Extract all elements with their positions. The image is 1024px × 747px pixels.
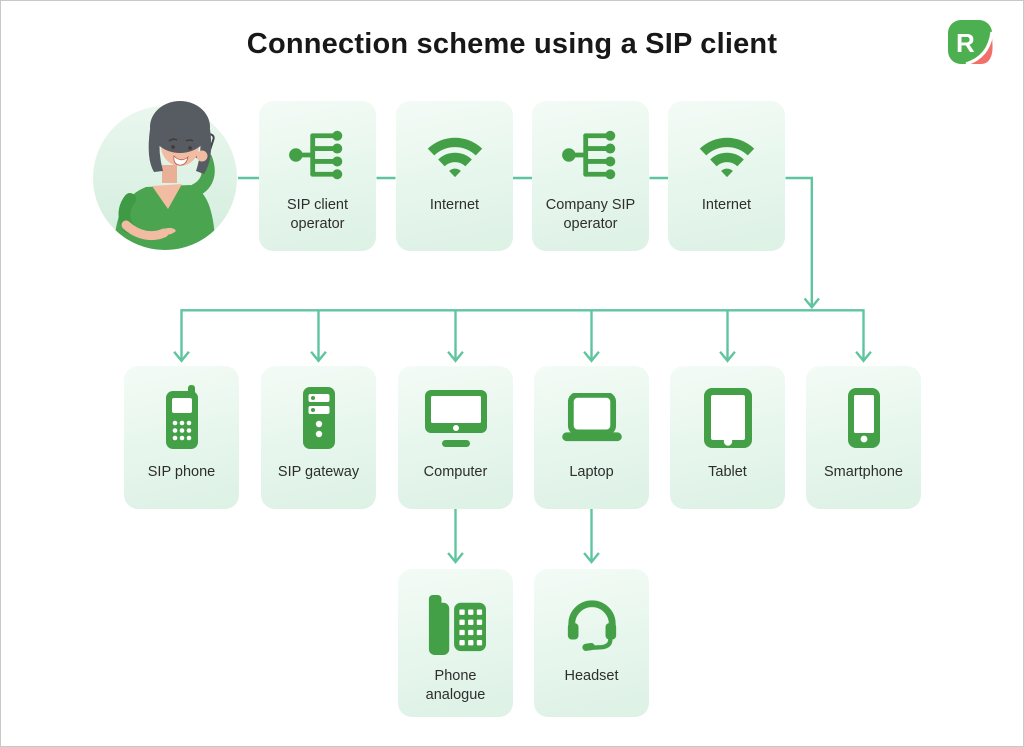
- node-label: Smartphone: [824, 464, 903, 480]
- node-sip-phone: SIP phone: [124, 366, 239, 509]
- node-sip-client-operator: SIP client operator: [259, 101, 376, 251]
- arrowhead-down: [447, 351, 464, 363]
- node-label: Phone analogue: [425, 668, 486, 703]
- node-smartphone: Smartphone: [806, 366, 921, 509]
- node-label: SIP gateway: [277, 464, 360, 480]
- network-hub-icon: [561, 127, 621, 183]
- trunk-line: [180, 309, 865, 360]
- computer-icon: [424, 382, 488, 454]
- sip-phone-icon: [160, 382, 204, 454]
- node-label: Laptop: [569, 464, 614, 480]
- node-internet-2: Internet: [668, 101, 785, 251]
- page-title: Connection scheme using a SIP client: [246, 28, 778, 60]
- headset-icon: [564, 593, 620, 657]
- network-hub-icon: [288, 127, 348, 183]
- node-label: SIP client operator: [287, 197, 348, 232]
- logo-letter: R: [956, 28, 975, 58]
- node-computer: Computer: [398, 366, 513, 509]
- node-label: Company SIP operator: [545, 197, 636, 232]
- tablet-icon: [703, 382, 753, 454]
- node-label: Headset: [564, 668, 619, 684]
- node-label: Internet: [429, 197, 480, 213]
- sip-gateway-icon: [299, 382, 339, 454]
- node-label: SIP phone: [147, 464, 216, 480]
- neck: [162, 165, 177, 183]
- node-label: Computer: [423, 464, 488, 480]
- node-label: Internet: [701, 197, 752, 213]
- node-internet-1: Internet: [396, 101, 513, 251]
- desk-phone-icon: [426, 593, 486, 657]
- node-headset: Headset: [534, 569, 649, 717]
- node-sip-gateway: SIP gateway: [261, 366, 376, 509]
- node-phone-analogue: Phone analogue: [398, 569, 513, 717]
- arrowhead-down: [173, 351, 190, 363]
- smartphone-icon: [847, 382, 881, 454]
- node-company-sip-operator: Company SIP operator: [532, 101, 649, 251]
- arrowhead-down: [803, 297, 820, 310]
- node-label: Tablet: [708, 464, 747, 480]
- brand-logo-icon: R: [948, 20, 993, 65]
- arrowhead-down: [310, 351, 327, 363]
- arrowhead-down: [719, 351, 736, 363]
- arrowhead-down: [583, 552, 600, 564]
- arrowhead-down: [583, 351, 600, 363]
- node-tablet: Tablet: [670, 366, 785, 509]
- arrowhead-down: [855, 351, 872, 363]
- node-laptop: Laptop: [534, 366, 649, 509]
- laptop-icon: [561, 382, 623, 454]
- wifi-icon: [425, 127, 485, 183]
- elbow-to-trunk: [785, 176, 813, 307]
- hand: [196, 150, 208, 162]
- wifi-icon: [697, 127, 757, 183]
- arrowhead-down: [447, 552, 464, 564]
- operator-illustration: [93, 101, 237, 250]
